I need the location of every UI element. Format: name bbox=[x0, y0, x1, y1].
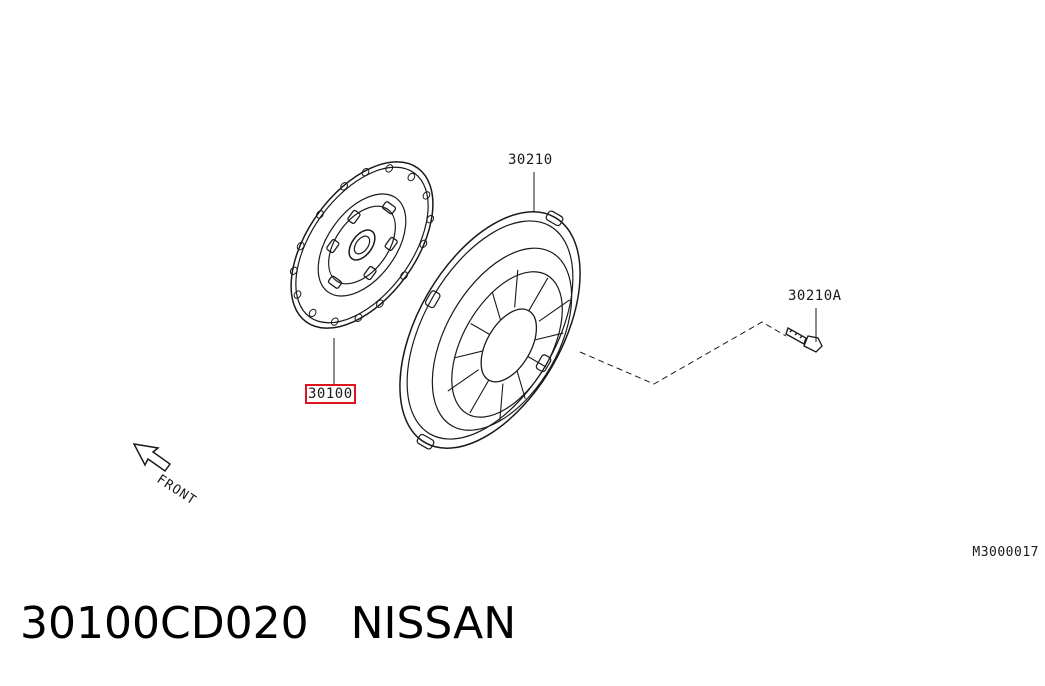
part-caption: 30100CD020 NISSAN bbox=[20, 598, 516, 649]
diagram-reference-code: M3000017 bbox=[972, 545, 1039, 560]
cover-mounting-lugs bbox=[416, 210, 564, 450]
callout-clutch-cover[interactable]: 30210 bbox=[508, 152, 553, 168]
cover-bolt[interactable] bbox=[785, 327, 823, 353]
diaphragm-fingers bbox=[447, 269, 571, 422]
clutch-cover[interactable] bbox=[361, 178, 620, 482]
callout-cover-bolt[interactable]: 30210A bbox=[788, 288, 842, 304]
part-number: 30100CD020 bbox=[20, 598, 309, 649]
damper-springs bbox=[326, 201, 398, 289]
disc-rivet-holes bbox=[289, 164, 435, 326]
clutch-disc[interactable] bbox=[262, 136, 463, 354]
front-direction-arrow-icon bbox=[132, 443, 172, 473]
brand-name: NISSAN bbox=[350, 598, 517, 649]
callout-clutch-disc[interactable]: 30100 bbox=[305, 384, 356, 404]
leader-line-30210A bbox=[579, 321, 787, 385]
